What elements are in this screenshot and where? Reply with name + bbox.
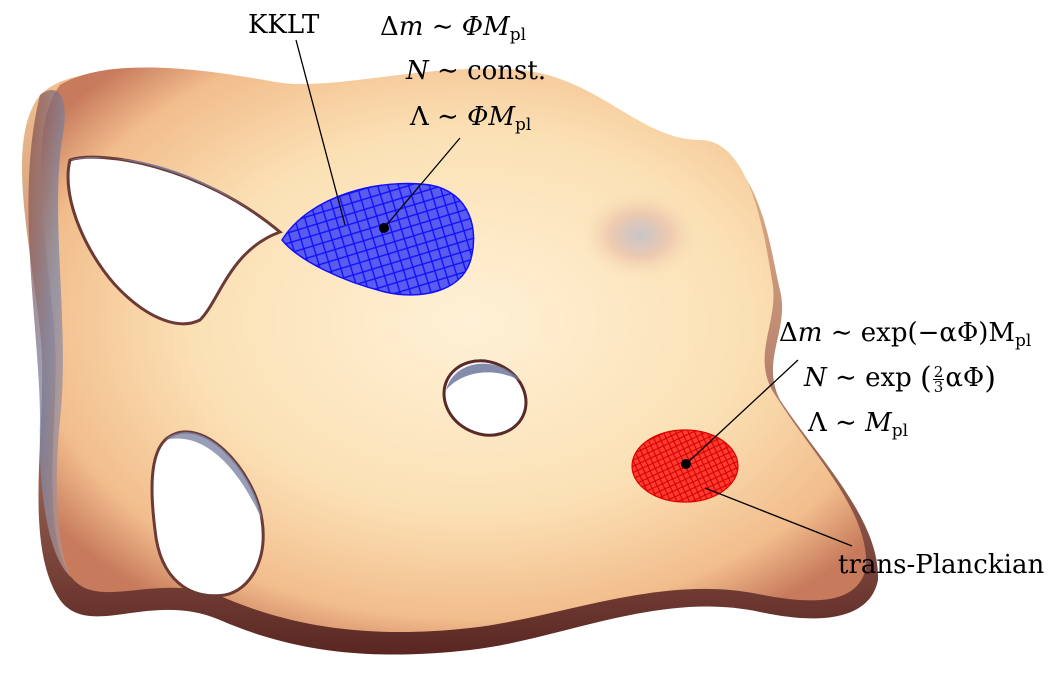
kklt-patch	[281, 182, 475, 296]
surface-left-shade	[28, 90, 72, 578]
trans-planckian-label-leader	[704, 487, 853, 547]
trans-planckian-mass-gap-relation: Δm ∼ exp(−αΦ)Mpl	[779, 318, 1032, 351]
trans-planckian-relations-leader	[685, 359, 799, 465]
hole-center	[442, 359, 528, 437]
kklt-species-relation: N ∼ const.	[406, 56, 547, 86]
hole-upper-left-lip	[70, 157, 280, 232]
kklt-cutoff-relation: Λ ∼ ΦMpl	[410, 102, 532, 135]
trans-planckian-cutoff-relation: Λ ∼ Mpl	[808, 408, 909, 441]
kklt-label: KKLT	[248, 10, 320, 40]
hole-upper-left	[66, 155, 283, 326]
kklt-mass-gap-relation: Δm ∼ ΦMpl	[380, 12, 527, 45]
kklt-label-leader	[295, 39, 346, 226]
hole-lower-left-lip	[165, 431, 262, 520]
hole-center-lip	[446, 363, 522, 390]
kklt-relations-leader	[383, 137, 461, 229]
trans-planckian-label: trans-Planckian	[838, 550, 1045, 580]
surface-dimple	[580, 190, 700, 280]
